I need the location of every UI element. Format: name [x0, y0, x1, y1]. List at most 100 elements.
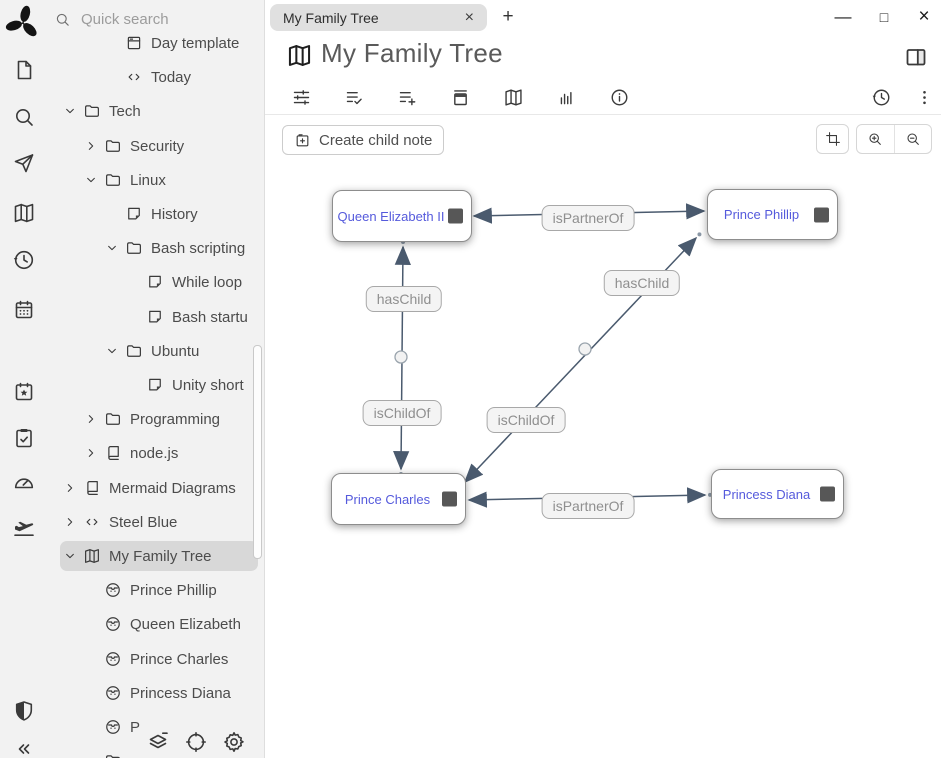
- list-check-icon[interactable]: [335, 83, 374, 111]
- important-dates-icon[interactable]: [12, 380, 36, 404]
- connection-handle[interactable]: [448, 208, 463, 224]
- folder-icon: [104, 137, 122, 155]
- dashboard-icon[interactable]: [12, 471, 36, 495]
- archive-icon[interactable]: [441, 83, 480, 111]
- sliders-icon[interactable]: [282, 83, 321, 111]
- map-node-prince-phillip[interactable]: Prince Phillip: [707, 189, 838, 240]
- tree-item-princess-diana[interactable]: Princess Diana: [83, 678, 231, 708]
- new-note-icon[interactable]: [12, 58, 36, 82]
- chevron-down-icon[interactable]: [62, 548, 78, 564]
- tree-item-prince-charles[interactable]: Prince Charles: [83, 644, 228, 674]
- note-icon: [146, 273, 164, 291]
- tree-item-linux[interactable]: Linux: [83, 165, 166, 195]
- create-child-note-button[interactable]: Create child note: [282, 125, 445, 155]
- calendar-icon[interactable]: [12, 298, 36, 322]
- bar-chart-icon[interactable]: [547, 83, 586, 111]
- note-history-icon[interactable]: [866, 83, 896, 111]
- travel-icon[interactable]: [12, 516, 36, 540]
- settings-gear-icon[interactable]: [222, 729, 247, 754]
- folder-icon: [83, 102, 101, 120]
- collapse-tree-icon[interactable]: [12, 737, 36, 758]
- split-pane-icon[interactable]: [904, 44, 932, 70]
- new-tab-button[interactable]: +: [495, 3, 521, 30]
- note-title[interactable]: My Family Tree: [321, 38, 503, 68]
- list-plus-icon[interactable]: [388, 83, 427, 111]
- tree-item-history[interactable]: History: [104, 199, 198, 229]
- jump-to-note-icon[interactable]: [12, 151, 36, 175]
- edge-midpoint[interactable]: [578, 342, 592, 356]
- layers-icon[interactable]: [146, 729, 171, 754]
- trilium-logo-icon: [3, 3, 43, 43]
- chevron-right-icon[interactable]: [83, 411, 99, 427]
- chevron-down-icon[interactable]: [62, 103, 78, 119]
- more-options-icon[interactable]: [911, 83, 937, 111]
- zoom-out-button[interactable]: [893, 125, 932, 153]
- chevron-down-icon[interactable]: [104, 343, 120, 359]
- note-icon: [146, 376, 164, 394]
- close-tab-icon[interactable]: ×: [464, 8, 474, 26]
- quick-search: [54, 10, 248, 29]
- tree-item-bash-startu[interactable]: Bash startu: [125, 302, 248, 332]
- tree-scrollbar-thumb[interactable]: [253, 345, 262, 559]
- tree-item-label: node.js: [130, 444, 179, 462]
- tree-item-queen-elizabeth[interactable]: Queen Elizabeth: [83, 609, 241, 639]
- chevron-right-icon[interactable]: [62, 514, 78, 530]
- edge-endpoint-dot: [697, 232, 702, 237]
- tree-item-prince-phillip[interactable]: Prince Phillip: [83, 575, 217, 605]
- person-icon: [104, 650, 122, 668]
- search-icon[interactable]: [12, 105, 36, 129]
- map-node-prince-charles[interactable]: Prince Charles: [331, 473, 466, 525]
- tree-item-bash-scripting[interactable]: Bash scripting: [104, 233, 245, 263]
- bookshelf-icon[interactable]: [12, 201, 36, 225]
- connection-handle[interactable]: [442, 491, 457, 507]
- tree-item-steel-blue[interactable]: Steel Blue: [62, 507, 177, 537]
- tree-item-security[interactable]: Security: [83, 131, 184, 161]
- info-circle-icon[interactable]: [600, 83, 639, 111]
- reset-pan-zoom-button[interactable]: [816, 124, 849, 154]
- task-list-icon[interactable]: [12, 426, 36, 450]
- window-minimize-button[interactable]: —: [828, 3, 858, 30]
- tree-item-label: Steel Blue: [109, 513, 178, 531]
- tree-item-while-loop[interactable]: While loop: [125, 267, 242, 297]
- tree-item-today[interactable]: Today: [104, 62, 191, 92]
- chevron-right-icon[interactable]: [62, 480, 78, 496]
- chevron-down-icon[interactable]: [83, 172, 99, 188]
- tree-item-p[interactable]: P: [83, 712, 140, 742]
- tree-item-ubuntu[interactable]: Ubuntu: [104, 336, 199, 366]
- tree-item-mermaid-diagrams[interactable]: Mermaid Diagrams: [62, 473, 236, 503]
- window-maximize-button[interactable]: □: [869, 3, 899, 30]
- tree-item-node-js[interactable]: node.js: [83, 438, 178, 468]
- zoom-in-button[interactable]: [857, 125, 894, 153]
- tree-item-unity-short[interactable]: Unity short: [125, 370, 244, 400]
- chevron-right-icon[interactable]: [83, 138, 99, 154]
- tree-item-label: Security: [130, 137, 185, 155]
- protected-session-icon[interactable]: [12, 699, 36, 723]
- recent-changes-icon[interactable]: [12, 248, 36, 272]
- chevron-down-icon[interactable]: [104, 240, 120, 256]
- connection-handle[interactable]: [820, 486, 835, 502]
- connection-handle[interactable]: [814, 207, 829, 222]
- tree-item-empty[interactable]: [83, 746, 130, 758]
- tree-item-tech[interactable]: Tech: [62, 96, 141, 126]
- tree-item-day-template[interactable]: Day template: [104, 28, 239, 58]
- edge-label-ischildof: isChildOf: [486, 407, 566, 433]
- map-icon[interactable]: [494, 83, 533, 111]
- locate-icon[interactable]: [184, 729, 209, 754]
- window-close-button[interactable]: ×: [909, 3, 939, 30]
- edge-midpoint[interactable]: [394, 350, 408, 364]
- map-node-queen-elizabeth-ii[interactable]: Queen Elizabeth II: [332, 190, 472, 242]
- tab-my-family-tree[interactable]: My Family Tree ×: [270, 4, 487, 31]
- edge-endpoint-dot: [707, 492, 712, 497]
- person-icon: [104, 615, 122, 633]
- tree-item-programming[interactable]: Programming: [83, 404, 220, 434]
- tab-bar: My Family Tree × + — □ ×: [265, 0, 941, 33]
- chevron-right-icon[interactable]: [83, 445, 99, 461]
- map-icon: [286, 42, 313, 69]
- quick-search-input[interactable]: [79, 10, 248, 29]
- tree-item-label: While loop: [172, 273, 243, 291]
- tree-item-label: Today: [151, 68, 192, 86]
- tree-item-my-family-tree[interactable]: My Family Tree: [60, 541, 258, 571]
- map-node-princess-diana[interactable]: Princess Diana: [711, 469, 844, 519]
- bottom-launchers: [146, 729, 247, 754]
